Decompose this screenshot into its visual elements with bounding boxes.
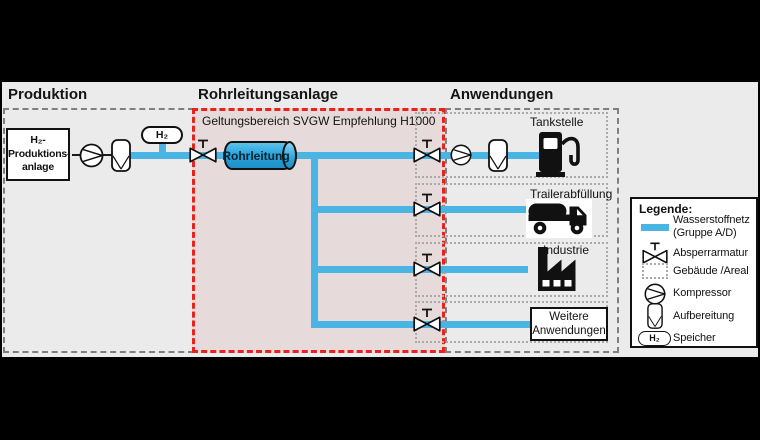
fuel-pump-icon	[536, 132, 580, 177]
section-title-anwendungen: Anwendungen	[450, 86, 554, 103]
pipe-cylinder: Rohrleitung	[222, 141, 297, 170]
anwendungen-box	[445, 108, 619, 353]
h2-production-plant-box: H₂- Produktions- anlage	[6, 128, 71, 181]
pipe-trunk	[311, 152, 318, 328]
pipe-cylinder-cap	[282, 141, 297, 170]
legend-item-speicher: H₂ Speicher	[636, 330, 754, 346]
legend-label: Speicher	[673, 331, 716, 344]
weitere-label-line1: Weitere	[549, 311, 589, 323]
compressor-icon-tankstelle	[450, 144, 472, 166]
plant-label-line3: anlage	[21, 161, 55, 174]
factory-icon	[538, 247, 576, 291]
pipe-swatch-icon	[636, 223, 673, 231]
section-title-produktion: Produktion	[8, 86, 88, 103]
diagram-content: Produktion Rohrleitungsanlage Anwendunge…	[2, 82, 758, 357]
pipe-cylinder-label: Rohrleitung	[222, 148, 290, 163]
treatment-icon-tankstelle	[488, 139, 508, 172]
connector-compressor-treatment	[103, 154, 114, 156]
shutoff-valve-icon-weitere	[413, 308, 441, 332]
row-label-trailerabfuellung: Trailerabfüllung	[530, 187, 613, 201]
treatment-icon	[636, 303, 673, 329]
legend-item-gebaeude-areal: Gebäude /Areal	[636, 261, 754, 281]
areal-box-tankstelle	[415, 112, 608, 178]
weitere-anwendungen-box: Weitere Anwendungen	[530, 307, 608, 341]
storage-label: H₂	[155, 129, 169, 141]
shutoff-valve-icon-tankstelle	[413, 139, 441, 163]
legend-item-kompressor: Kompressor	[636, 282, 754, 305]
legend-label: Wasserstoffnetz (Gruppe A/D)	[673, 214, 750, 239]
shutoff-valve-icon-main	[189, 139, 217, 163]
storage-icon: H₂	[636, 330, 673, 346]
row-label-industrie: Industrie	[543, 243, 590, 257]
legend-label: Aufbereitung	[673, 309, 735, 322]
treatment-icon	[111, 139, 131, 172]
legend-item-wasserstoffnetz: Wasserstoffnetz (Gruppe A/D)	[636, 212, 754, 242]
legend-item-aufbereitung: Aufbereitung	[636, 302, 754, 330]
shutoff-valve-icon-trailerabfuellung	[413, 193, 441, 217]
weitere-label-line2: Anwendungen	[532, 325, 606, 337]
storage-icon: H₂	[141, 126, 183, 144]
shutoff-valve-icon-industrie	[413, 253, 441, 277]
svgw-scope-box: Geltungsbereich SVGW Empfehlung H1000	[192, 108, 445, 353]
truck-icon	[528, 203, 587, 235]
plant-label-line1: H₂-	[30, 134, 46, 147]
legend-title: Legende:	[639, 202, 693, 216]
dotted-area-icon	[636, 263, 673, 279]
row-label-tankstelle: Tankstelle	[530, 115, 584, 129]
connector-plant-compressor	[72, 154, 83, 156]
pipe-storage-stub	[159, 142, 166, 154]
legend-label: Absperrarmatur	[673, 246, 749, 259]
compressor-icon	[79, 143, 104, 168]
plant-label-line2: Produktions-	[8, 147, 71, 160]
legend-item-absperrarmatur: Absperrarmatur	[636, 242, 754, 264]
svgw-scope-label: Geltungsbereich SVGW Empfehlung H1000	[202, 114, 436, 128]
legend-label: Gebäude /Areal	[673, 264, 749, 277]
section-title-rohrleitungsanlage: Rohrleitungsanlage	[198, 86, 339, 103]
legend-label: Kompressor	[673, 287, 732, 299]
pipe-main	[129, 152, 539, 159]
legend: Legende: Wasserstoffnetz (Gruppe A/D) Ab…	[630, 197, 758, 348]
